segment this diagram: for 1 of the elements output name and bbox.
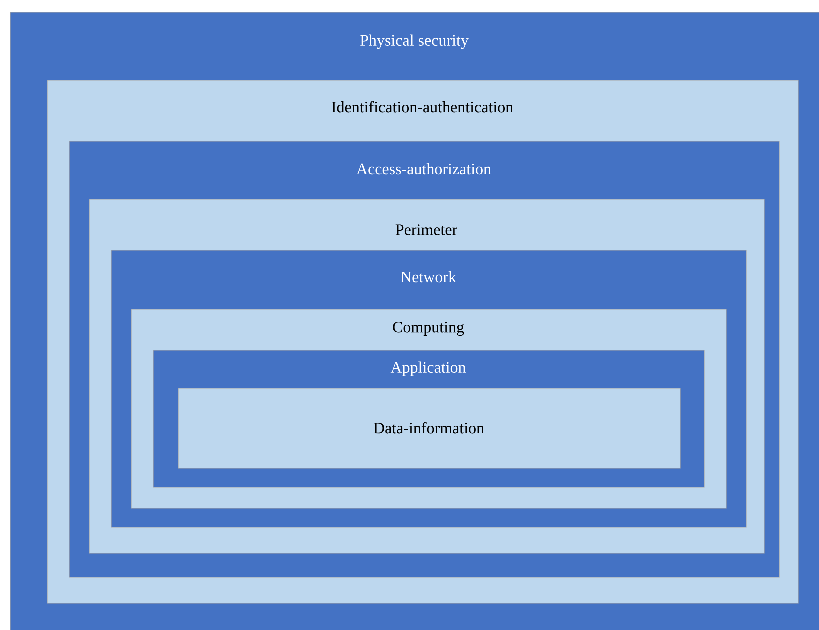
nested-layer-box: Data-information: [178, 388, 681, 469]
